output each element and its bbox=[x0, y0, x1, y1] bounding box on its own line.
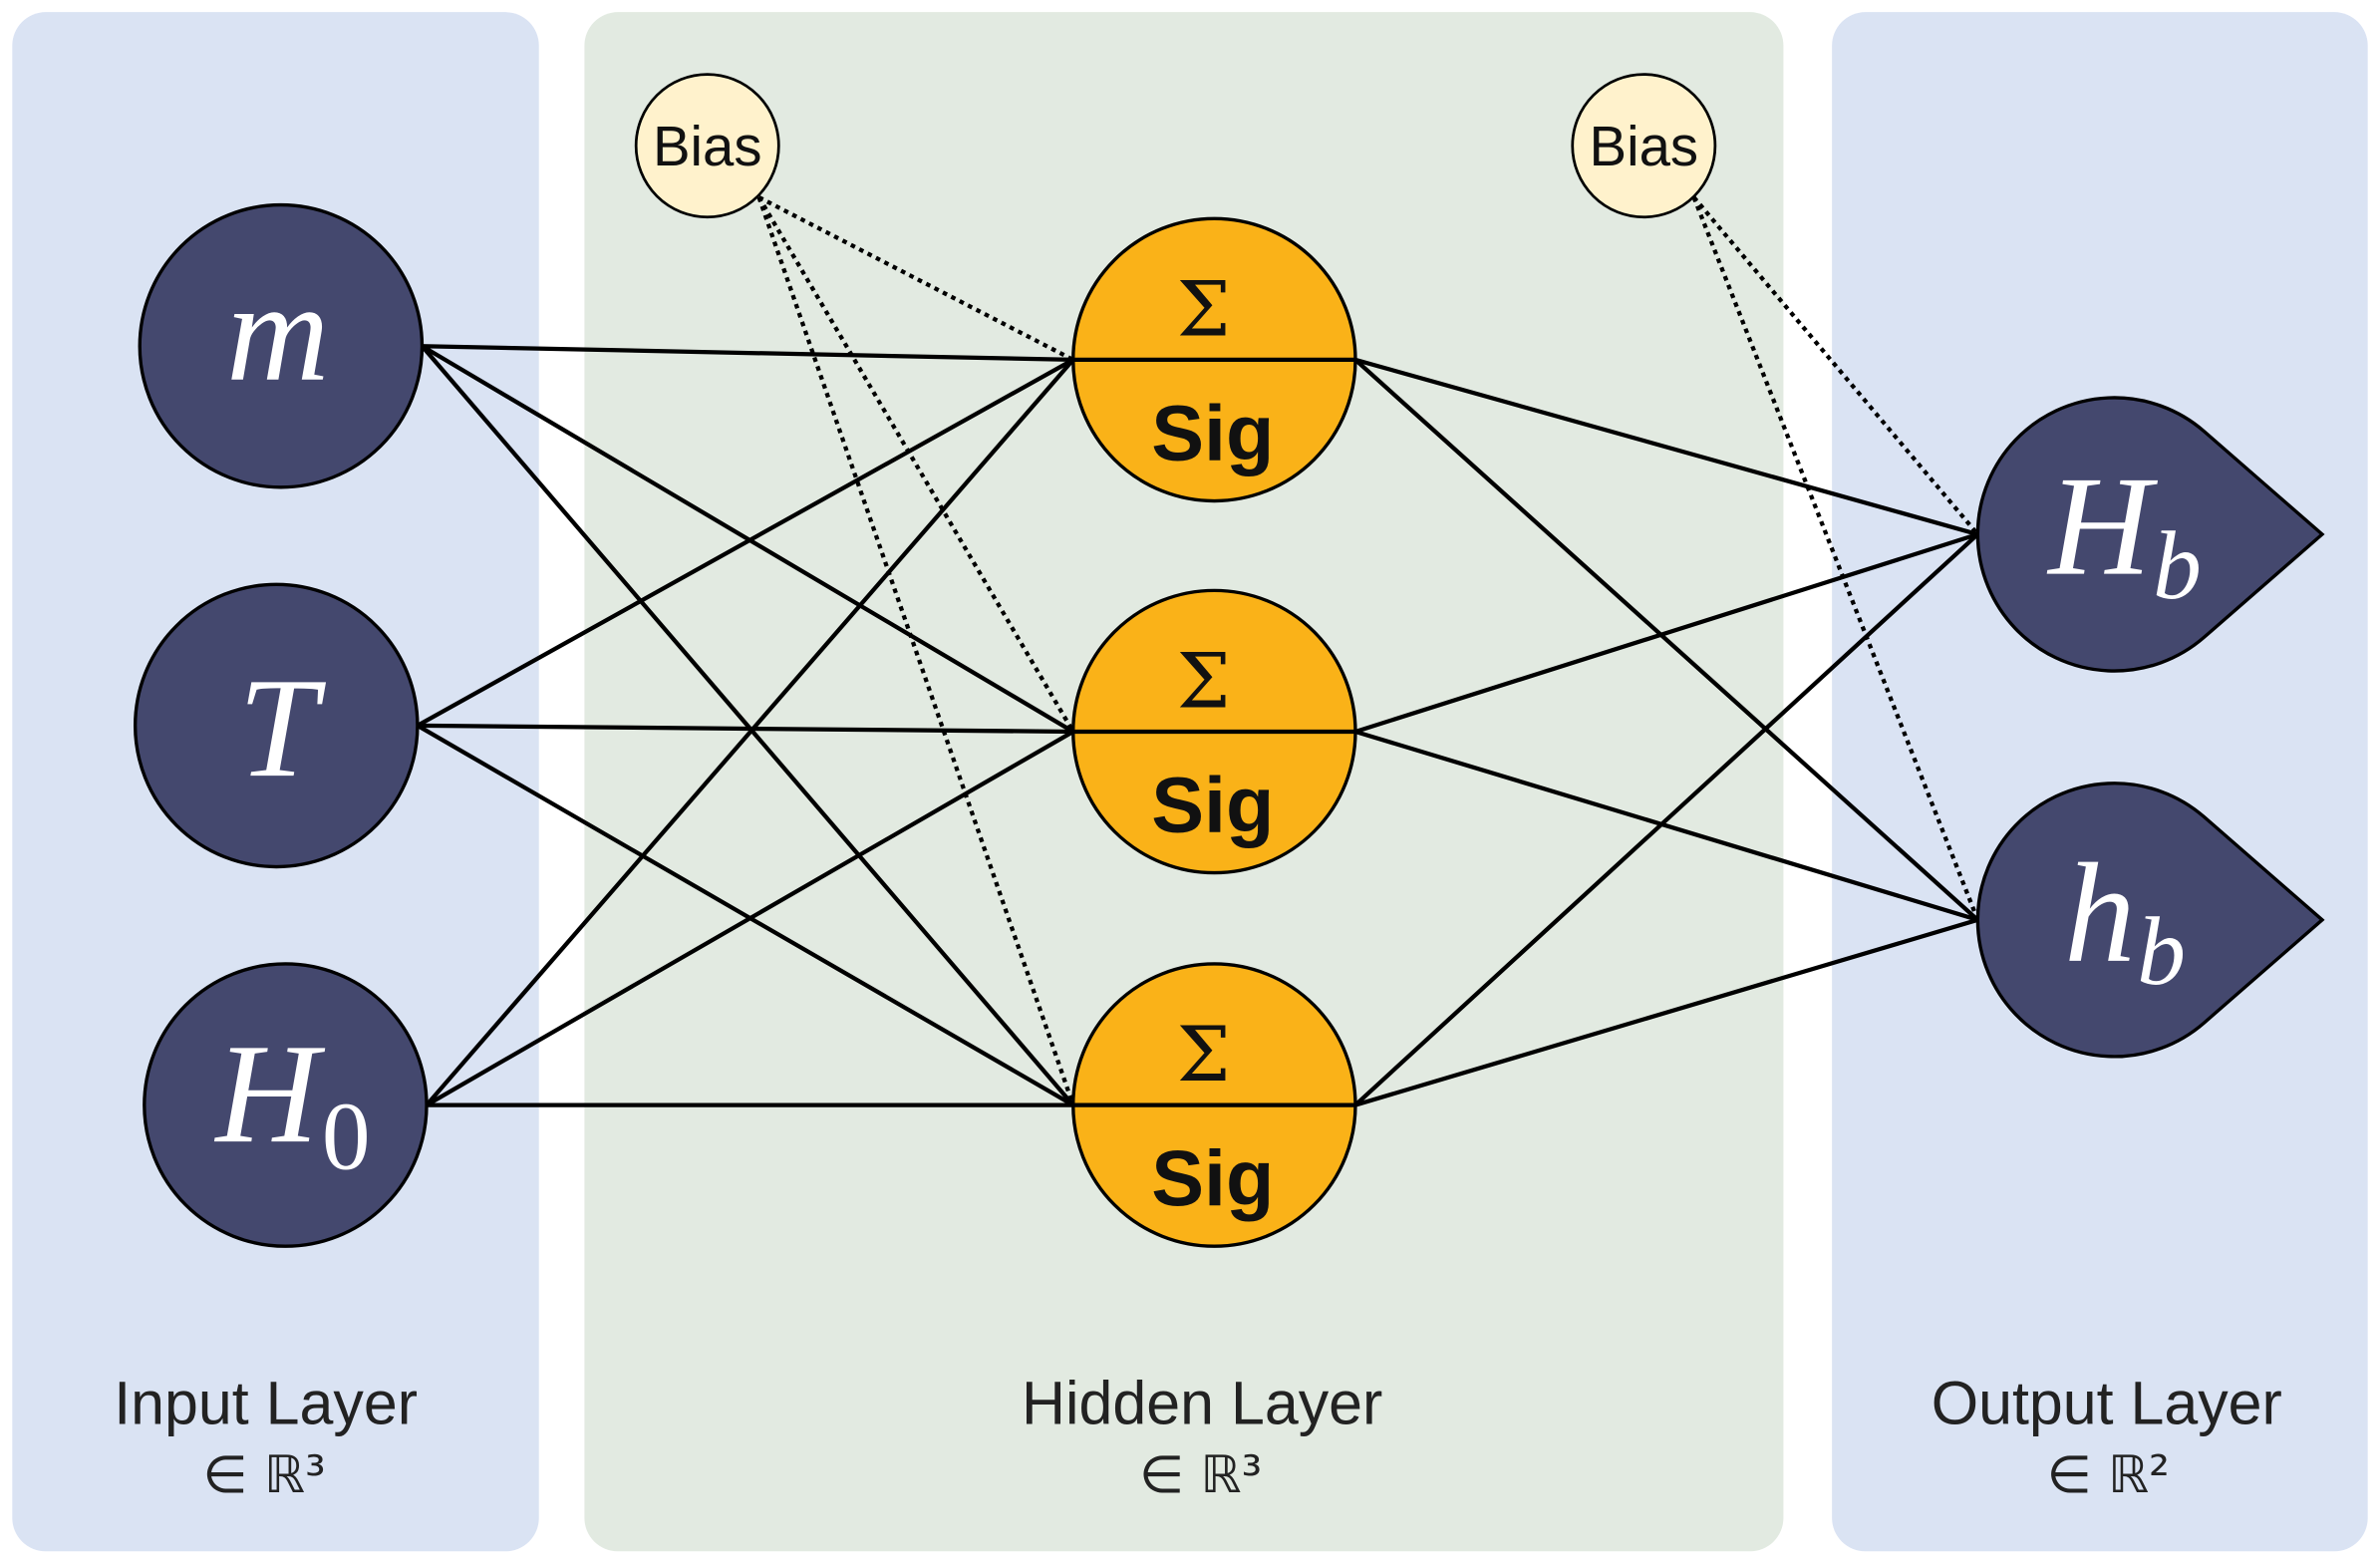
layer-captions: Input Layer ∈ ℝ³ Hidden Layer ∈ ℝ³ Outpu… bbox=[114, 1369, 2282, 1505]
hidden-node-2: Σ Sig bbox=[1071, 588, 1357, 875]
input-node-h0-symbol: H bbox=[213, 1014, 325, 1172]
bias-edge-to-output-lower bbox=[1691, 196, 1980, 921]
input-node-m-circle bbox=[138, 202, 425, 489]
edge-h0-to-hidden-1 bbox=[424, 357, 1075, 1107]
output-layer-panel bbox=[1832, 12, 2368, 1552]
bias-nodes: Bias Bias bbox=[634, 73, 1717, 219]
input-nodes: m T H0 bbox=[133, 202, 429, 1248]
hidden-layer-dimension: ∈ ℝ³ bbox=[1139, 1445, 1262, 1505]
hidden-node-1-activation: Sig bbox=[1151, 388, 1274, 476]
input-node-h0-circle bbox=[143, 962, 429, 1248]
output-node-hb-upper: Hb bbox=[1975, 396, 2325, 673]
hidden-to-output-edges bbox=[1352, 357, 1980, 1107]
hidden-bias-node: Bias bbox=[634, 73, 780, 219]
output-bias-circle bbox=[1571, 73, 1717, 219]
edge-t-to-hidden-1 bbox=[415, 357, 1075, 729]
output-bias-label: Bias bbox=[1590, 115, 1699, 177]
bias-edge-to-hidden-1 bbox=[757, 195, 1074, 362]
input-layer-dimension: ∈ ℝ³ bbox=[202, 1445, 325, 1505]
hidden-node-3-activation: Sig bbox=[1151, 1133, 1274, 1222]
hidden-node-2-sum-symbol: Σ bbox=[1177, 637, 1231, 726]
edge-hidden-3-to-hb-upper bbox=[1352, 531, 1980, 1107]
bias-edge-to-output-upper bbox=[1691, 195, 1979, 536]
edge-hidden-1-to-hb-upper bbox=[1352, 357, 1980, 537]
input-node-m-symbol: m bbox=[226, 252, 329, 411]
hidden-node-1: Σ Sig bbox=[1071, 216, 1357, 503]
input-node-t: T bbox=[133, 582, 420, 869]
input-node-m: m bbox=[138, 202, 425, 489]
output-layer-title: Output Layer bbox=[1932, 1369, 2282, 1436]
input-node-h0-label: H0 bbox=[213, 1014, 370, 1190]
output-node-hb-upper-symbol: H bbox=[2046, 447, 2158, 605]
edge-hidden-2-to-hb-upper bbox=[1352, 531, 1980, 735]
output-node-hb-upper-subscript: b bbox=[2153, 512, 2202, 620]
input-layer-title: Input Layer bbox=[114, 1369, 418, 1436]
hidden-node-3: Σ Sig bbox=[1071, 962, 1357, 1248]
hidden-bias-circle bbox=[634, 73, 780, 219]
output-node-hb-lower: hb bbox=[1975, 782, 2325, 1059]
output-node-hb-lower-shape bbox=[1975, 782, 2325, 1059]
hidden-node-2-activation: Sig bbox=[1151, 760, 1274, 848]
input-node-h0: H0 bbox=[143, 962, 429, 1248]
hidden-layer-title: Hidden Layer bbox=[1022, 1369, 1382, 1436]
output-node-hb-upper-label: Hb bbox=[2046, 447, 2202, 620]
output-node-hb-upper-shape bbox=[1975, 396, 2325, 673]
edge-m-to-hidden-2 bbox=[420, 344, 1075, 735]
hidden-node-3-sum-symbol: Σ bbox=[1177, 1010, 1231, 1098]
input-node-m-label: m bbox=[226, 252, 329, 411]
edge-m-to-hidden-1 bbox=[420, 344, 1075, 363]
input-node-t-symbol: T bbox=[238, 648, 327, 806]
output-bias-node: Bias bbox=[1571, 73, 1717, 219]
output-layer-dimension: ∈ ℝ² bbox=[2047, 1445, 2170, 1505]
hidden-nodes: Σ Sig Σ Sig Σ Sig bbox=[1071, 216, 1357, 1248]
edge-t-to-hidden-3 bbox=[415, 723, 1075, 1107]
output-nodes: Hb hb bbox=[1975, 396, 2325, 1059]
hidden-bias-label: Bias bbox=[653, 115, 762, 177]
bias-edges bbox=[756, 195, 1980, 1106]
input-node-t-circle bbox=[133, 582, 420, 869]
input-node-h0-subscript: 0 bbox=[322, 1084, 371, 1191]
output-node-hb-lower-symbol: h bbox=[2064, 833, 2136, 992]
output-node-hb-lower-label: hb bbox=[2064, 833, 2186, 1006]
output-node-hb-lower-subscript: b bbox=[2137, 898, 2186, 1006]
edge-hidden-1-to-hb-lower bbox=[1352, 357, 1980, 922]
edge-hidden-3-to-hb-lower bbox=[1352, 917, 1980, 1107]
edge-hidden-2-to-hb-lower bbox=[1352, 729, 1980, 922]
hidden-node-1-sum-symbol: Σ bbox=[1177, 265, 1231, 354]
edge-t-to-hidden-2 bbox=[415, 723, 1075, 735]
edge-m-to-hidden-3 bbox=[420, 344, 1075, 1107]
bias-edge-to-hidden-3 bbox=[756, 196, 1075, 1106]
input-node-t-label: T bbox=[238, 648, 327, 806]
